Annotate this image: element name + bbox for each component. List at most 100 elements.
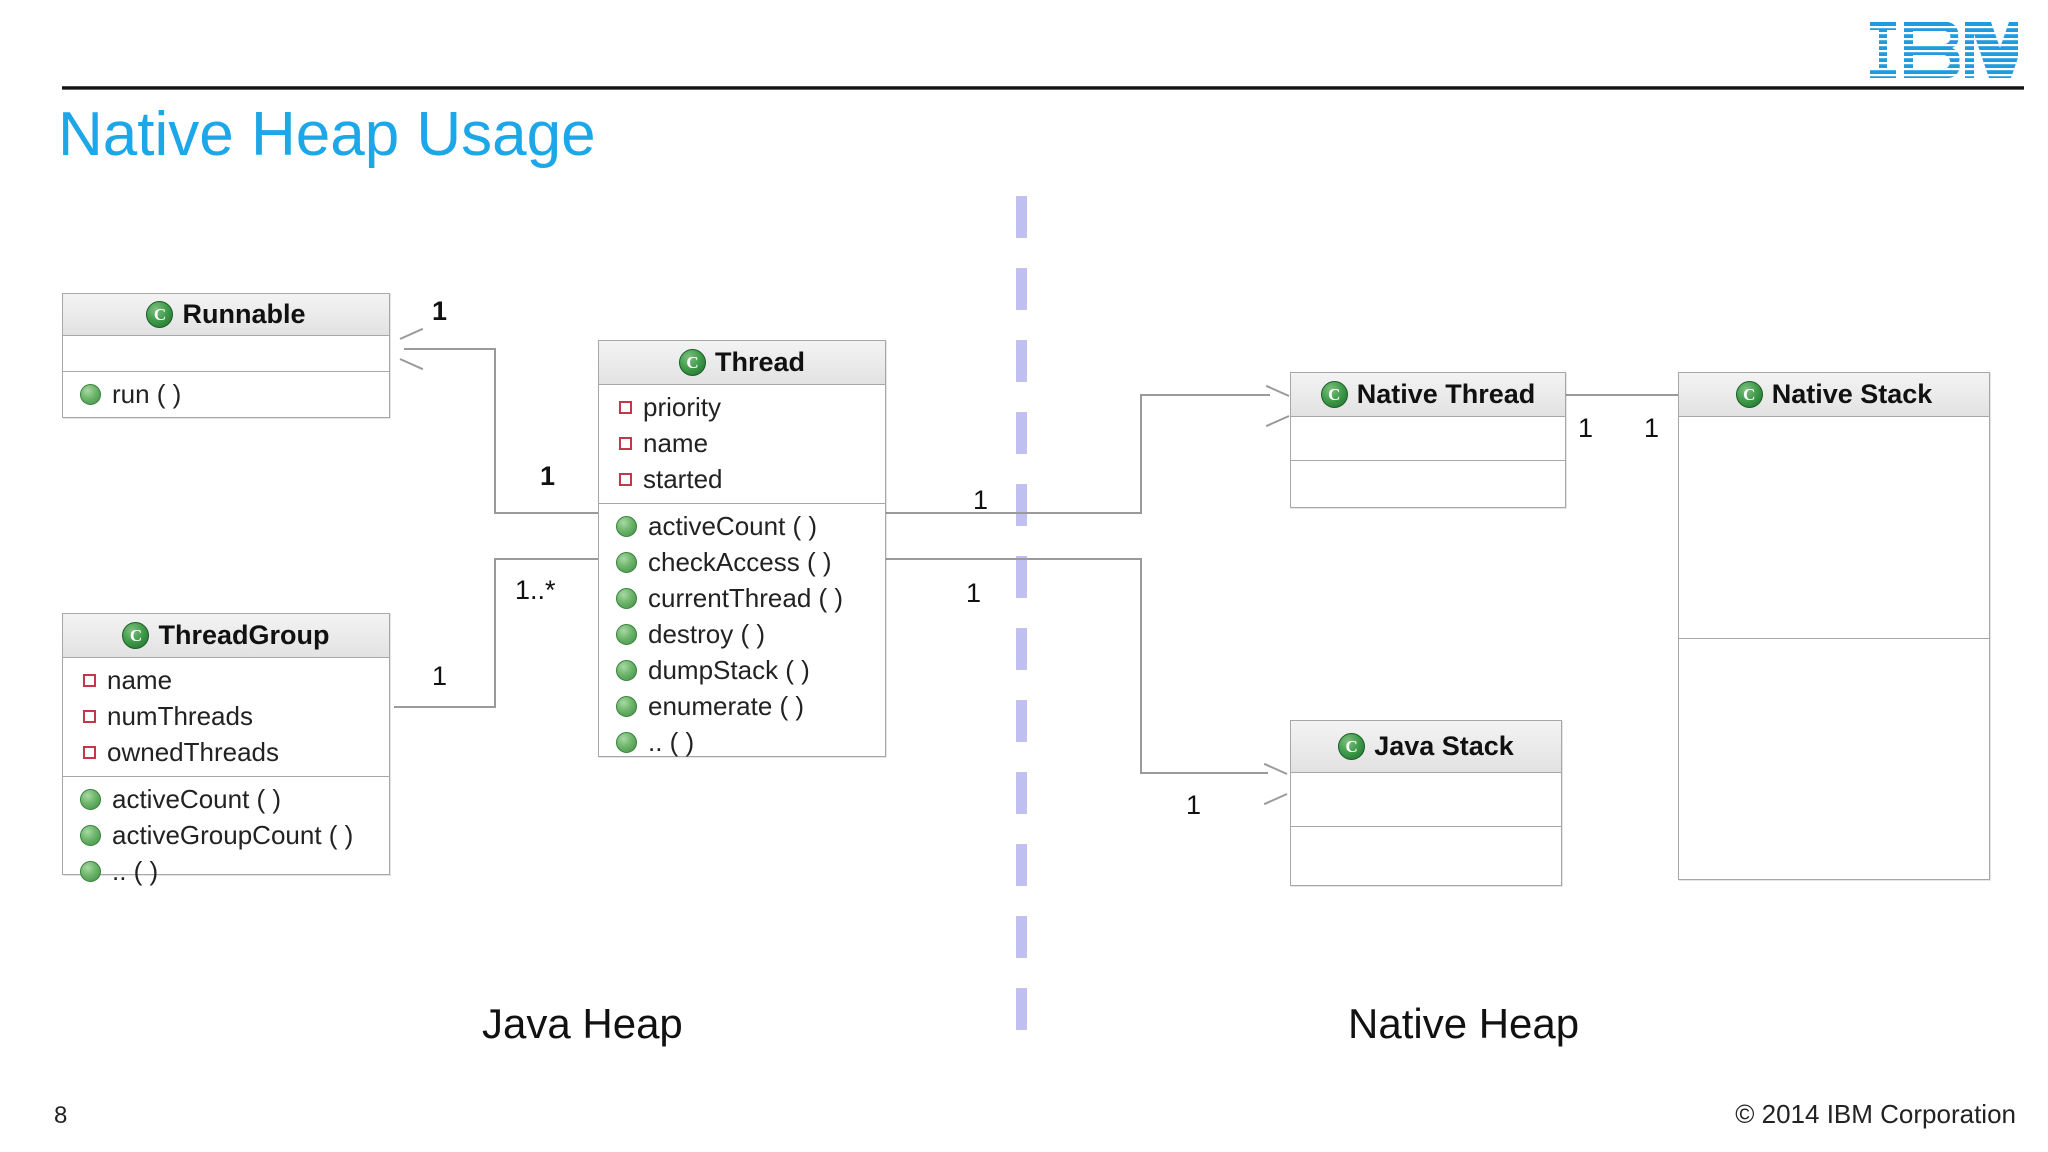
uml-class-thread-header: C Thread xyxy=(599,341,885,385)
heap-boundary-divider xyxy=(1016,196,1027,1030)
method-icon xyxy=(80,788,101,810)
arrowhead-to-java-stack xyxy=(1266,773,1286,795)
method-icon xyxy=(616,731,637,753)
uml-method-row: activeCount ( ) xyxy=(599,508,885,544)
uml-method-row: destroy ( ) xyxy=(599,616,885,652)
page-title: Native Heap Usage xyxy=(58,100,596,169)
uml-class-native-thread-methods xyxy=(1291,461,1565,507)
uml-class-java-stack-header: C Java Stack xyxy=(1291,721,1561,773)
uml-field-label: name xyxy=(107,665,173,695)
uml-field-row: ownedThreads xyxy=(63,734,389,770)
class-icon: C xyxy=(1320,381,1348,408)
multiplicity-nativestack-left: 1 xyxy=(1644,413,1660,443)
uml-class-native-thread[interactable]: C Native Thread xyxy=(1290,372,1566,508)
uml-method-label: currentThread ( ) xyxy=(648,583,844,613)
connector-thread-javastack-h2 xyxy=(1140,772,1268,774)
connector-nativethread-nativestack xyxy=(1566,394,1678,396)
connector-thread-runnable-vertical xyxy=(494,348,496,514)
method-icon xyxy=(616,551,637,573)
multiplicity-nativethread-right: 1 xyxy=(1578,413,1594,443)
method-icon xyxy=(616,659,637,681)
class-icon: C xyxy=(122,622,150,649)
multiplicity-runnable-thread-top: 1 xyxy=(432,296,448,326)
uml-method-label: activeCount ( ) xyxy=(648,511,818,541)
method-icon xyxy=(616,695,637,717)
uml-class-java-stack-fields xyxy=(1291,773,1561,827)
field-icon xyxy=(619,472,632,486)
uml-field-label: started xyxy=(643,464,723,494)
uml-field-row: name xyxy=(599,425,885,461)
region-label-java-heap: Java Heap xyxy=(482,1000,683,1047)
multiplicity-runnable-thread-mid: 1 xyxy=(540,461,556,491)
uml-method-row: enumerate ( ) xyxy=(599,688,885,724)
method-icon xyxy=(616,623,637,645)
uml-class-native-stack-methods xyxy=(1679,639,1989,879)
uml-class-threadgroup[interactable]: C ThreadGroup name numThreads ownedThrea… xyxy=(62,613,390,886)
uml-field-label: numThreads xyxy=(107,701,253,731)
arrowhead-to-native-thread xyxy=(1268,395,1288,417)
connector-thread-nativethread-h2 xyxy=(1140,394,1270,396)
field-icon xyxy=(619,436,632,450)
uml-class-native-thread-fields xyxy=(1291,417,1565,461)
uml-class-thread[interactable]: C Thread priority name started activeCou… xyxy=(598,340,886,757)
uml-class-java-stack-title: Java Stack xyxy=(1374,731,1514,761)
class-icon: C xyxy=(678,349,706,376)
uml-method-label: destroy ( ) xyxy=(648,619,766,649)
uml-method-row: .. ( ) xyxy=(63,853,389,889)
multiplicity-thread-nativethread: 1 xyxy=(973,485,989,515)
multiplicity-threadgroup-thread-one: 1 xyxy=(432,661,448,691)
uml-method-row: run ( ) xyxy=(63,376,389,412)
uml-class-runnable-fields xyxy=(63,336,389,372)
uml-class-native-thread-header: C Native Thread xyxy=(1291,373,1565,417)
uml-class-java-stack-methods xyxy=(1291,827,1561,885)
uml-method-label: .. ( ) xyxy=(112,856,159,886)
page-number: 8 xyxy=(54,1102,68,1129)
connector-thread-nativethread-v xyxy=(1140,394,1142,514)
field-icon xyxy=(83,673,96,687)
uml-method-row: currentThread ( ) xyxy=(599,580,885,616)
connector-thread-javastack-v xyxy=(1140,558,1142,774)
uml-class-runnable[interactable]: C Runnable run ( ) xyxy=(62,293,390,418)
uml-method-label: checkAccess ( ) xyxy=(648,547,832,577)
multiplicity-thread-javastack-right: 1 xyxy=(1186,790,1202,820)
uml-method-row: dumpStack ( ) xyxy=(599,652,885,688)
uml-class-native-stack[interactable]: C Native Stack xyxy=(1678,372,1990,880)
uml-method-label: run ( ) xyxy=(112,379,182,409)
uml-class-thread-fields: priority name started xyxy=(599,385,885,504)
uml-class-thread-methods: activeCount ( ) checkAccess ( ) currentT… xyxy=(599,504,885,766)
class-icon: C xyxy=(1338,733,1366,760)
connector-thread-nativethread-h1 xyxy=(886,512,1142,514)
field-icon xyxy=(83,745,96,759)
uml-class-threadgroup-fields: name numThreads ownedThreads xyxy=(63,658,389,777)
uml-class-native-stack-header: C Native Stack xyxy=(1679,373,1989,417)
uml-field-row: name xyxy=(63,662,389,698)
uml-method-label: dumpStack ( ) xyxy=(648,655,810,685)
uml-method-row: .. ( ) xyxy=(599,724,885,760)
uml-class-native-thread-title: Native Thread xyxy=(1356,379,1536,409)
connector-thread-runnable-top xyxy=(404,348,496,350)
connector-threadgroup-thread-vertical xyxy=(494,558,496,708)
uml-field-label: name xyxy=(643,428,709,458)
uml-class-threadgroup-title: ThreadGroup xyxy=(158,620,330,650)
uml-field-row: numThreads xyxy=(63,698,389,734)
connector-threadgroup-thread-bottom xyxy=(394,706,496,708)
copyright-notice: © 2014 IBM Corporation xyxy=(1735,1099,2016,1129)
method-icon xyxy=(616,587,637,609)
uml-class-threadgroup-header: C ThreadGroup xyxy=(63,614,389,658)
uml-class-runnable-header: C Runnable xyxy=(63,294,389,336)
uml-field-label: ownedThreads xyxy=(107,737,279,767)
uml-class-java-stack[interactable]: C Java Stack xyxy=(1290,720,1562,886)
field-icon xyxy=(83,709,96,723)
uml-class-native-stack-title: Native Stack xyxy=(1771,379,1933,409)
class-icon: C xyxy=(1735,381,1763,408)
uml-method-label: .. ( ) xyxy=(648,727,695,757)
multiplicity-thread-javastack-left: 1 xyxy=(966,578,982,608)
connector-thread-javastack-h1 xyxy=(886,558,1142,560)
uml-method-row: activeGroupCount ( ) xyxy=(63,817,389,853)
uml-method-row: activeCount ( ) xyxy=(63,781,389,817)
method-icon xyxy=(80,860,101,882)
uml-field-row: priority xyxy=(599,389,885,425)
header-divider-rule xyxy=(62,86,2024,90)
multiplicity-threadgroup-thread-star: 1..* xyxy=(515,575,556,605)
